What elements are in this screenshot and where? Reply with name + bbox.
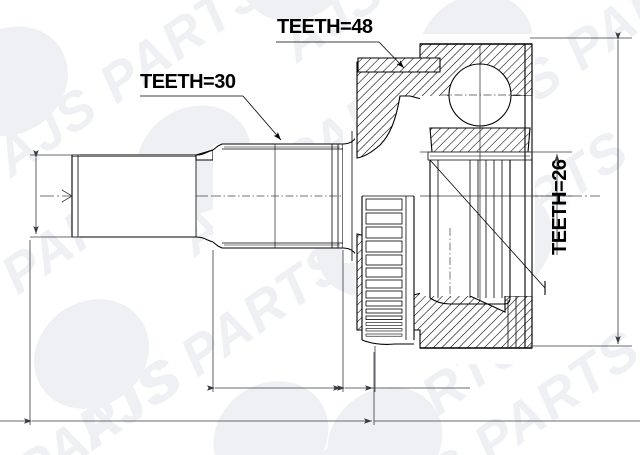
abs-tone-ring [361, 195, 415, 345]
leader-teeth-48 [276, 41, 405, 69]
dim-shaft-diameter [30, 150, 80, 238]
inner-race-splines [429, 160, 511, 305]
leader-teeth-30 [140, 95, 282, 141]
tone-ring-teeth [365, 198, 403, 337]
leader-teeth-26 [429, 159, 546, 295]
tone-ring-band-top [357, 57, 441, 73]
dim-overall-height [530, 32, 632, 347]
dim-teeth26-extent [420, 151, 572, 255]
stub-shaft [71, 149, 214, 243]
dim-joint-offset [0, 240, 640, 425]
label-teeth-30: TEETH=30 [140, 71, 236, 93]
outer-splined-shaft [212, 143, 344, 249]
label-teeth-48: TEETH=48 [277, 16, 373, 38]
dim-bottom-group [207, 250, 470, 392]
label-teeth-26: TEETH=26 [549, 159, 571, 255]
